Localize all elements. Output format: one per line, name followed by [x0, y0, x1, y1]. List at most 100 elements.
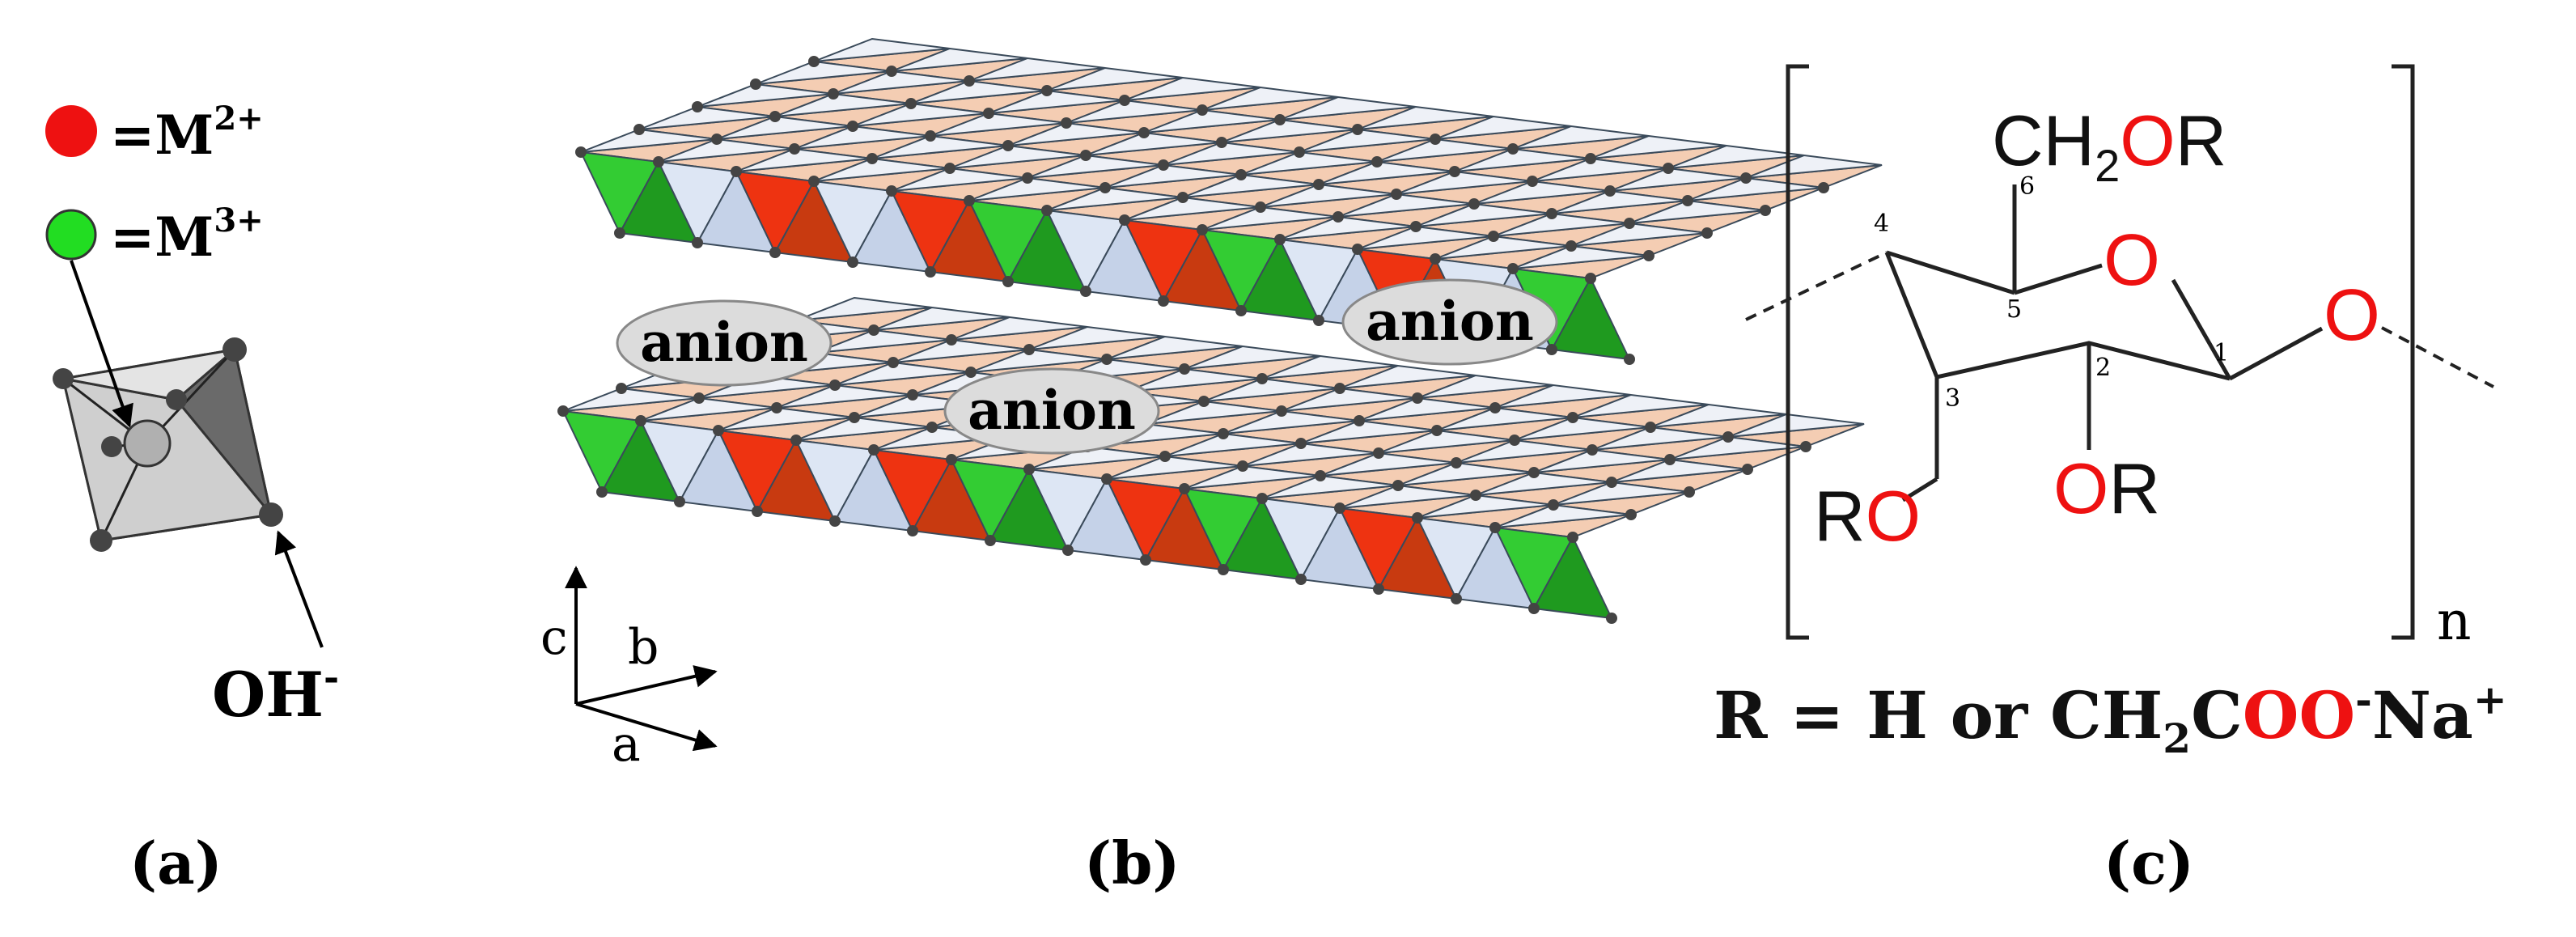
- octahedron-face: [1337, 193, 1475, 218]
- hydroxide-vertex: [1218, 564, 1229, 575]
- octahedron-face: [1591, 426, 1729, 451]
- octahedron-face: [1434, 235, 1572, 260]
- hydroxide-vertex: [1235, 305, 1247, 316]
- octahedron-icon: [53, 337, 283, 552]
- octahedron-face: [1124, 196, 1261, 221]
- hydroxide-vertex: [847, 257, 858, 268]
- octahedron-face: [1512, 125, 1650, 150]
- hydroxide-vertex: [1566, 240, 1577, 252]
- octahedron-face: [968, 57, 1106, 82]
- octahedron-face: [1201, 206, 1339, 231]
- octahedron-face: [1727, 413, 1865, 438]
- m2-legend-dot: [45, 105, 97, 157]
- hydroxide-vertex: [1101, 473, 1112, 485]
- octahedron-face: [1397, 461, 1535, 486]
- hydroxide-vertex: [1470, 490, 1481, 501]
- octahedron-face: [1320, 452, 1457, 477]
- hydroxide-vertex: [789, 143, 800, 155]
- hydroxide-vertex: [1528, 603, 1540, 614]
- hydroxide-vertex: [1528, 467, 1540, 478]
- hydroxide-vertex: [1430, 253, 1441, 265]
- octahedron-face: [1436, 406, 1574, 431]
- ring-oxygen: O: [2104, 220, 2160, 301]
- hydroxide-vertex: [1023, 464, 1035, 475]
- octahedron-face: [794, 125, 931, 150]
- hydroxide-vertex: [868, 324, 879, 336]
- hydroxide-vertex: [888, 357, 899, 368]
- octahedron-face: [774, 92, 912, 117]
- anion-ellipse: anion: [943, 367, 1160, 455]
- hydroxide-vertex: [964, 75, 975, 87]
- octahedron-face: [1106, 335, 1244, 360]
- carbon-number: 6: [2019, 172, 2035, 201]
- octahedron-face: [1125, 367, 1263, 392]
- octahedron-face: [1667, 144, 1805, 169]
- octahedron-face: [795, 296, 933, 321]
- hydroxide-vertex: [1645, 422, 1656, 433]
- hydroxide-vertex: [1197, 104, 1208, 116]
- hydroxide-vertex: [769, 247, 781, 258]
- axis-label-c: c: [540, 609, 568, 666]
- octahedron-face: [1609, 167, 1747, 192]
- hydroxide-vertex: [1546, 208, 1557, 219]
- octahedron-face: [1027, 154, 1164, 179]
- octahedron-face: [776, 384, 913, 409]
- octahedron-face: [1454, 147, 1591, 172]
- hydroxide-vertex: [1412, 512, 1423, 524]
- hydroxide-vertex: [907, 525, 918, 536]
- repeat-bracket-right: [2392, 64, 2415, 640]
- hydroxide-vertex: [1198, 396, 1210, 407]
- oh-pointer-arrow: [274, 530, 324, 648]
- hydroxide-vertex: [596, 486, 608, 498]
- hydroxide-vertex: [1742, 464, 1753, 475]
- hydroxide-vertex: [1546, 344, 1557, 355]
- hydroxide-vertex: [1237, 460, 1248, 472]
- hydroxide-vertex: [1216, 137, 1227, 148]
- hydroxide-vertex: [944, 163, 955, 174]
- hydroxide-vertex: [1468, 198, 1480, 210]
- octahedron-face: [930, 112, 1067, 137]
- octahedron-face: [1455, 439, 1593, 464]
- hydroxide-vertex: [886, 66, 897, 77]
- octahedron-face: [1184, 464, 1321, 490]
- hydroxide-vertex: [1664, 454, 1676, 465]
- hydroxide-vertex: [1313, 315, 1324, 326]
- hydroxide-vertex: [750, 78, 761, 90]
- hydroxide-vertex: [1818, 182, 1829, 193]
- hydroxide-vertex: [1158, 295, 1169, 307]
- octahedron-face: [1222, 409, 1360, 435]
- octahedron-face: [1358, 396, 1496, 422]
- panel-label-c: (c): [2104, 829, 2194, 897]
- octahedron-face: [815, 329, 952, 354]
- octahedron-face: [698, 374, 836, 399]
- octahedron-face: [1240, 151, 1378, 176]
- octahedron-face: [795, 416, 933, 441]
- hydroxide-vertex: [1624, 218, 1635, 229]
- hydroxide-vertex: [907, 389, 918, 401]
- hydroxide-vertex: [1315, 470, 1326, 481]
- octahedron-face: [968, 176, 1106, 201]
- hydroxide-vertex: [1587, 444, 1598, 456]
- hydroxide-vertex: [1489, 402, 1501, 413]
- hydroxide-vertex: [1197, 224, 1208, 235]
- octahedron-face: [1396, 170, 1533, 195]
- hydroxide-vertex: [693, 392, 705, 404]
- octahedron-face: [1182, 173, 1320, 198]
- hydroxide-vertex: [886, 185, 897, 197]
- octahedron-face: [891, 47, 1028, 72]
- octahedron-face: [813, 37, 951, 62]
- octahedron-face: [562, 387, 700, 412]
- octahedron-face: [718, 406, 855, 431]
- hydroxide-vertex: [925, 130, 936, 142]
- hydroxide-vertex: [635, 415, 646, 426]
- octahedron-face: [1494, 503, 1632, 528]
- hydroxide-vertex: [1177, 192, 1188, 203]
- hydroxide-vertex: [1451, 593, 1462, 604]
- hydroxide-vertex: [1041, 85, 1053, 96]
- hydroxide-vertex: [829, 515, 841, 527]
- hydroxide-vertex: [1140, 554, 1151, 566]
- repeat-bracket-left: [1786, 64, 1809, 640]
- octahedron-face: [755, 60, 892, 85]
- octahedron-face: [1745, 154, 1883, 179]
- hydroxide-vertex: [1391, 189, 1402, 200]
